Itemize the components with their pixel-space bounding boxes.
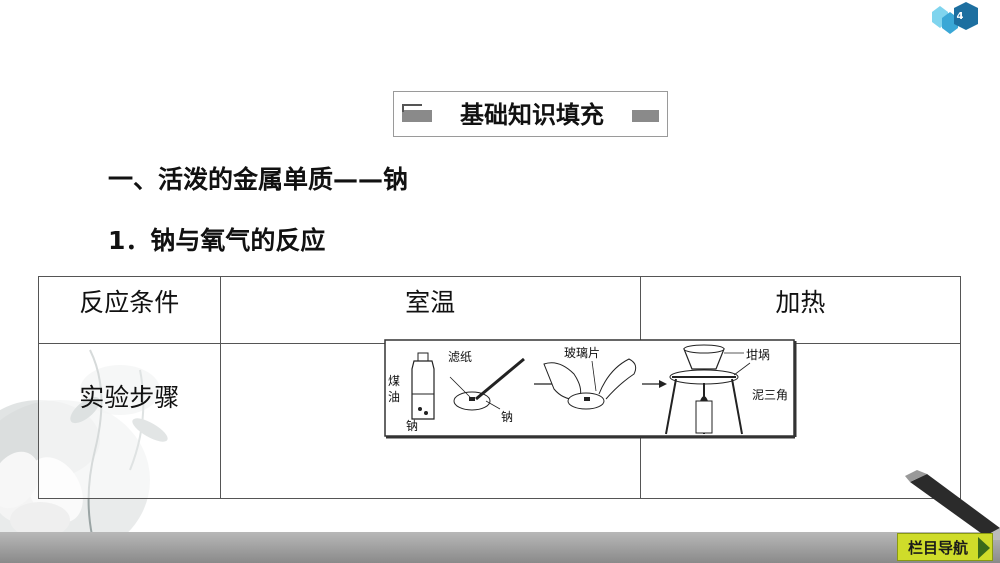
page-number: 4 <box>956 11 964 22</box>
section-header-box: 基础知识填充 <box>393 91 668 137</box>
label-kerosene-2: 油 <box>388 390 400 404</box>
table-cell-condition-label: 反应条件 <box>38 276 221 344</box>
label-crucible: 坩埚 <box>746 348 770 362</box>
bottom-bar <box>0 532 1000 563</box>
label-glass-piece: 玻璃片 <box>564 346 600 360</box>
label-clay-triangle: 泥三角 <box>752 388 788 402</box>
label-sodium-bottle: 钠 <box>406 418 418 433</box>
table-cell-room-temp: 室温 <box>219 276 641 344</box>
section-title: 基础知识填充 <box>432 97 632 133</box>
experiment-figure: 煤 油 钠 滤纸 钠 玻璃片 坩埚 泥三角 <box>384 339 797 439</box>
table-row: 反应条件 室温 加热 <box>38 276 962 344</box>
pen-decoration <box>905 470 1000 540</box>
label-kerosene-1: 煤 <box>388 374 400 388</box>
label-sodium-dish: 钠 <box>501 409 513 424</box>
section-nav-button[interactable]: 栏目导航 <box>897 533 993 561</box>
heading-reaction: 1．钠与氧气的反应 <box>108 226 326 255</box>
table-cell-steps-label: 实验步骤 <box>38 343 221 499</box>
table-cell-heating: 加热 <box>639 276 962 344</box>
play-arrow-icon <box>978 537 990 559</box>
heading-sodium: 一、活泼的金属单质——钠 <box>108 165 409 194</box>
section-nav-label: 栏目导航 <box>908 538 969 557</box>
page-number-badge <box>932 2 978 34</box>
label-filter-paper: 滤纸 <box>448 350 472 364</box>
